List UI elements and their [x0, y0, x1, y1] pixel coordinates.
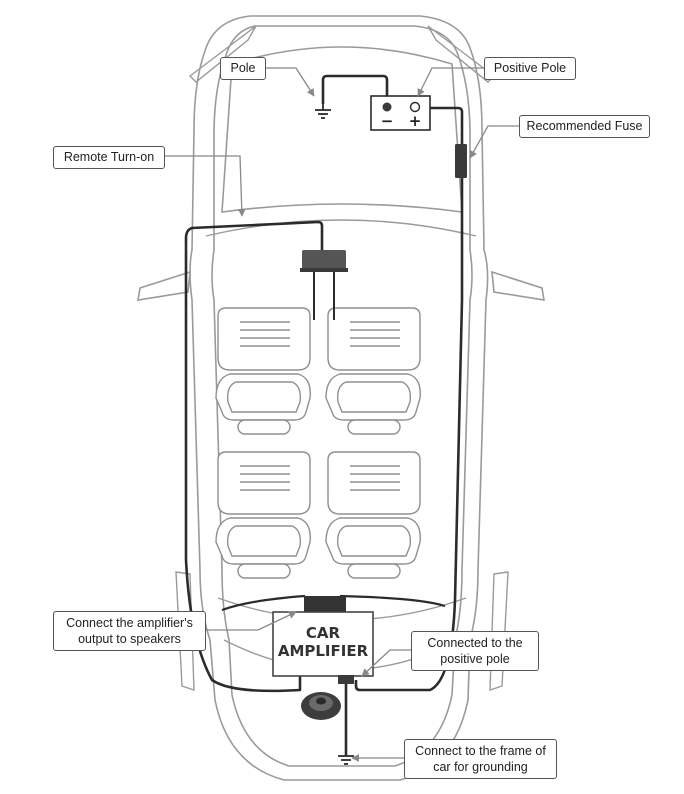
- right-mirror: [491, 270, 545, 301]
- seat-rear-left: [215, 451, 311, 579]
- seat-front-handle: [347, 563, 401, 579]
- label-ground-line2: car for grounding: [433, 760, 528, 774]
- seat-cushion-inner: [336, 381, 412, 413]
- ground-symbol-front: [315, 104, 331, 119]
- seat-front-handle: [347, 419, 401, 435]
- label-amp-output-line1: Connect the amplifier's: [66, 616, 193, 630]
- speaker-output-wire-right: [339, 594, 446, 608]
- label-ground-line1: Connect to the frame of: [415, 744, 546, 758]
- label-connected-positive-line2: positive pole: [440, 652, 510, 666]
- seats: [215, 307, 421, 579]
- windshield: [205, 219, 477, 237]
- label-connected-to-positive-pole: Connected to the positive pole: [411, 631, 539, 671]
- seat-cushion-inner: [336, 525, 412, 557]
- car-amplifier-label: CAR AMPLIFIER: [273, 624, 373, 660]
- right-headlight: [427, 25, 496, 83]
- recommended-fuse: [455, 144, 467, 178]
- amplifier-top-connector: [304, 596, 346, 612]
- remote-turn-on-wire: [184, 220, 324, 693]
- car-inner-outline: [211, 25, 473, 767]
- seat-backrest: [217, 307, 311, 371]
- label-remote-turn-on: Remote Turn-on: [53, 146, 165, 169]
- label-pole-text: Pole: [230, 61, 256, 75]
- car-outer-outline: [189, 15, 489, 781]
- ground-wire-to-battery-negative: [321, 74, 389, 104]
- seat-rear-right: [325, 451, 421, 579]
- seat-cushion-inner: [226, 381, 302, 413]
- speaker-output-wire-left: [221, 594, 306, 612]
- battery-negative-symbol: −: [381, 112, 394, 130]
- label-ground-to-frame: Connect to the frame of car for groundin…: [404, 739, 557, 779]
- label-connected-positive-line1: Connected to the: [427, 636, 523, 650]
- battery: − +: [370, 95, 431, 131]
- label-recommended-fuse-text: Recommended Fuse: [526, 119, 643, 133]
- seat-front-handle: [237, 419, 291, 435]
- subwoofer-speaker: [301, 692, 341, 720]
- remote-control-unit: [300, 250, 348, 272]
- amplifier-bottom-connector: [338, 675, 354, 684]
- label-amp-output-line2: output to speakers: [78, 632, 181, 646]
- leader-recommended-fuse: [469, 125, 519, 159]
- ground-symbol-rear: [338, 755, 354, 765]
- car-amplifier-label-line1: CAR: [305, 624, 341, 642]
- label-recommended-fuse: Recommended Fuse: [519, 115, 650, 138]
- car-amplifier-box: [272, 611, 374, 677]
- leader-amp-output: [206, 611, 297, 631]
- left-headlight: [188, 25, 257, 83]
- leader-remote-turn-on: [165, 155, 246, 217]
- battery-positive-terminal: [409, 101, 421, 113]
- leader-positive-pole: [417, 67, 485, 97]
- battery-positive-symbol: +: [409, 112, 422, 130]
- battery-box: [370, 95, 431, 131]
- label-positive-pole-text: Positive Pole: [493, 61, 567, 75]
- label-pole: Pole: [220, 57, 266, 80]
- label-positive-pole: Positive Pole: [484, 57, 576, 80]
- leader-pole: [266, 67, 315, 97]
- seat-backrest: [327, 307, 421, 371]
- seat-backrest: [217, 451, 311, 515]
- label-remote-turn-on-text: Remote Turn-on: [63, 150, 155, 164]
- seat-front-left: [215, 307, 311, 435]
- seat-front-handle: [237, 563, 291, 579]
- battery-negative-terminal: [382, 102, 392, 112]
- leader-connected-positive: [361, 649, 411, 677]
- label-amp-output-to-speakers: Connect the amplifier's output to speake…: [53, 611, 206, 651]
- left-mirror: [137, 270, 191, 301]
- seat-cushion-inner: [226, 525, 302, 557]
- car-amplifier-label-line2: AMPLIFIER: [277, 642, 369, 660]
- leader-lines: [165, 67, 519, 762]
- seat-backrest: [327, 451, 421, 515]
- seat-front-right: [325, 307, 421, 435]
